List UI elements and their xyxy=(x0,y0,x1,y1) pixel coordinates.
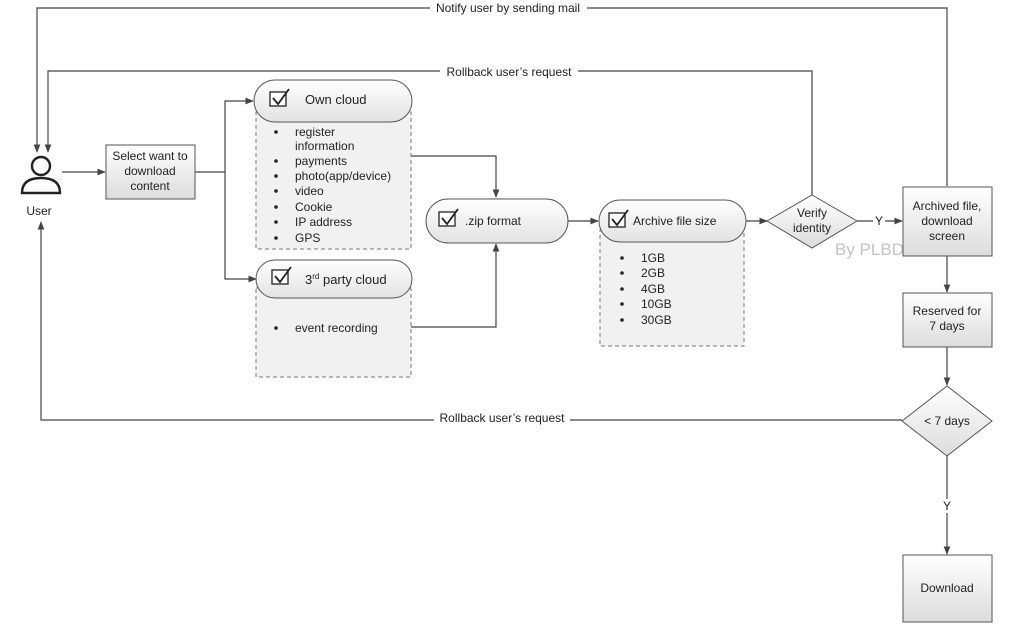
reserved-line-1: Reserved for xyxy=(913,304,982,318)
own-cloud-group: Own cloud register information payments … xyxy=(253,79,413,250)
edge-label-rollback-top: Rollback user’s request xyxy=(447,65,573,79)
verify-line-2: identity xyxy=(793,221,831,235)
verify-line-1: Verify xyxy=(797,206,827,220)
days-check-label: < 7 days xyxy=(924,414,970,428)
days-check-node: < 7 days xyxy=(901,385,993,457)
archive-size-group: Archive file size 1GB 2GB 4GB 10GB 30GB xyxy=(598,199,747,347)
list-item: 10GB xyxy=(641,297,672,311)
edge-rollback-bottom xyxy=(37,221,902,421)
select-line-1: Select want to xyxy=(112,149,188,163)
list-item: 1GB xyxy=(641,251,665,265)
list-item: event recording xyxy=(295,321,378,335)
watermark: By PLBD xyxy=(835,240,904,259)
edge-label-rollback-bottom: Rollback user’s request xyxy=(440,411,566,425)
archived-file-node: Archived file, download screen xyxy=(902,186,993,257)
list-item: photo(app/device) xyxy=(295,169,391,183)
checkbox-icon xyxy=(608,209,629,228)
own-cloud-list: register information payments photo(app/… xyxy=(274,125,391,245)
select-content-box: Select want to download content xyxy=(105,144,196,200)
verify-identity-node: Verify identity xyxy=(766,194,858,249)
zip-format-node: .zip format xyxy=(425,198,569,244)
edge-label-yes-days: Y xyxy=(943,499,951,513)
own-cloud-header xyxy=(253,79,413,123)
checkbox-icon xyxy=(271,266,292,285)
download-label: Download xyxy=(920,581,973,595)
reserved-node: Reserved for 7 days xyxy=(902,292,993,348)
list-item: IP address xyxy=(295,215,352,229)
archived-line-2: download xyxy=(921,214,972,228)
list-item: 30GB xyxy=(641,313,672,327)
select-line-3: content xyxy=(130,179,170,193)
archive-size-header xyxy=(598,199,747,243)
list-item: payments xyxy=(295,154,347,168)
list-item: Cookie xyxy=(295,200,333,214)
own-cloud-title: Own cloud xyxy=(305,92,366,107)
third-party-title: 3rd party cloud xyxy=(305,272,387,287)
user-icon xyxy=(20,155,62,195)
edge-third-to-zip xyxy=(411,243,500,328)
zip-format-label: .zip format xyxy=(465,214,522,228)
list-item: 4GB xyxy=(641,282,665,296)
reserved-line-2: 7 days xyxy=(929,319,964,333)
checkbox-icon xyxy=(269,88,290,107)
edge-to-own-cloud xyxy=(224,97,254,172)
archived-line-1: Archived file, xyxy=(913,199,982,213)
third-party-group: 3rd party cloud event recording xyxy=(255,259,413,378)
list-item: register xyxy=(295,125,335,139)
list-item: 2GB xyxy=(641,266,665,280)
edge-to-third-party xyxy=(224,172,257,283)
user-node: User xyxy=(20,155,62,218)
archive-size-title: Archive file size xyxy=(633,214,717,228)
edge-label-notify: Notify user by sending mail xyxy=(436,1,580,15)
edge-label-yes-verify: Y xyxy=(875,214,883,228)
download-node: Download xyxy=(902,554,993,623)
user-label: User xyxy=(26,204,51,218)
archived-line-3: screen xyxy=(929,229,965,243)
edge-own-to-zip xyxy=(411,155,500,198)
third-party-header xyxy=(255,259,413,299)
edge-rollback-top xyxy=(44,70,813,195)
select-line-2: download xyxy=(124,164,175,178)
list-item: GPS xyxy=(295,231,320,245)
list-item: video xyxy=(295,184,324,198)
checkbox-icon xyxy=(438,208,459,227)
list-item: information xyxy=(295,139,354,153)
